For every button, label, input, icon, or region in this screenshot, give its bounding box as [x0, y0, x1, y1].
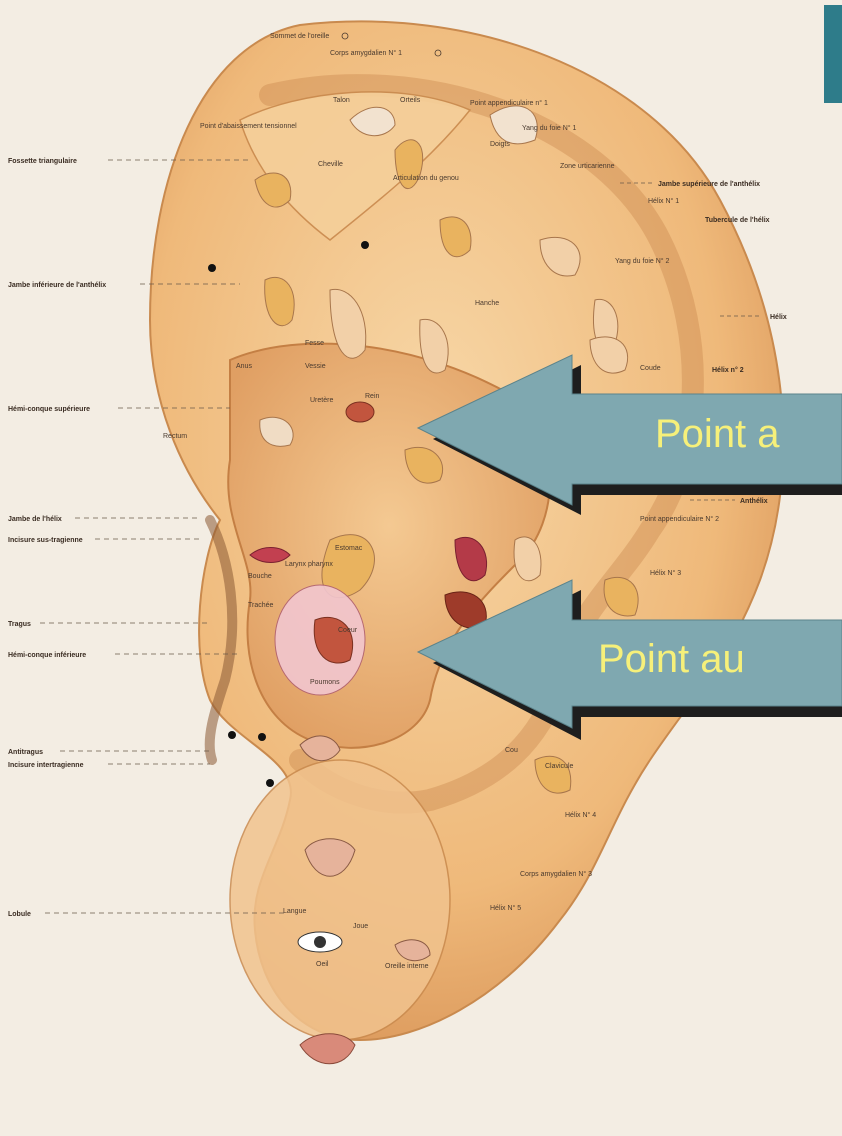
label-jambe-helix: Jambe de l'hélix — [8, 516, 62, 523]
label-abaissement: Point d'abaissement tensionnel — [200, 123, 297, 130]
label-rectum: Rectum — [163, 433, 187, 440]
label-genou: Articulation du genou — [393, 175, 459, 182]
label-r1: Yang du foie N° 1 — [522, 124, 577, 132]
label-estomac: Estomac — [335, 545, 363, 552]
label-r4: Hélix N° 1 — [648, 197, 679, 205]
label-r0: Point appendiculaire n° 1 — [470, 99, 548, 107]
label-talon: Talon — [333, 97, 350, 104]
label-uretere: Uretère — [310, 397, 333, 404]
label-r11: Point appendiculaire N° 2 — [640, 515, 719, 523]
label-oreille-interne: Oreille interne — [385, 963, 429, 970]
label-fesse: Fesse — [305, 340, 324, 347]
callout-bottom: Point au — [598, 637, 745, 682]
label-r2: Zone urticarienne — [560, 163, 615, 170]
label-jambe-inferieure: Jambe inférieure de l'anthélix — [8, 282, 106, 289]
callout-top: Point a — [655, 412, 780, 457]
label-r5: Tubercule de l'hélix — [705, 217, 770, 224]
label-r10: Anthélix — [740, 498, 768, 505]
label-bouche: Bouche — [248, 573, 272, 580]
accent-bar — [824, 5, 842, 103]
label-rein: Rein — [365, 393, 380, 400]
label-r3: Jambe supérieure de l'anthélix — [658, 181, 760, 188]
label-joue: Joue — [353, 923, 368, 930]
label-doigts: Doigts — [490, 141, 510, 148]
label-hemi-conque-sup: Hémi-conque supérieure — [8, 406, 90, 413]
label-r7: Hélix — [770, 314, 787, 321]
label-r9: Hélix n° 2 — [712, 366, 744, 374]
label-cheville: Cheville — [318, 161, 343, 168]
label-r8: Coude — [640, 365, 661, 372]
label-r14: Clavicule — [545, 763, 574, 770]
label-langue: Langue — [283, 908, 306, 915]
label-trachee: Trachée — [248, 602, 274, 609]
label-larynx: Larynx pharynx — [285, 561, 333, 568]
label-r6: Yang du foie N° 2 — [615, 257, 670, 265]
label-sommet: Sommet de l'oreille — [270, 33, 329, 40]
label-r17: Hélix N° 5 — [490, 904, 521, 912]
label-r16: Corps amygdalien N° 3 — [520, 870, 592, 878]
lobule — [230, 760, 450, 1040]
label-orteils: Orteils — [400, 97, 421, 104]
label-oeil: Oeil — [316, 961, 329, 968]
label-tragus: Tragus — [8, 621, 31, 628]
label-incisure-sus: Incisure sus-tragienne — [8, 537, 83, 544]
label-vessie: Vessie — [305, 363, 326, 370]
label-poumons: Poumons — [310, 679, 340, 686]
label-r12: Hélix N° 3 — [650, 569, 681, 577]
label-hanche: Hanche — [475, 300, 499, 307]
label-corps-amygdalien-1: Corps amygdalien N° 1 — [330, 49, 402, 57]
label-anus: Anus — [236, 363, 252, 370]
label-antitragus: Antitragus — [8, 749, 43, 756]
label-r15: Hélix N° 4 — [565, 811, 596, 819]
label-fossette: Fossette triangulaire — [8, 158, 77, 165]
label-r13: Cou — [505, 747, 518, 754]
label-lobule: Lobule — [8, 911, 31, 918]
label-hemi-conque-inf: Hémi-conque inférieure — [8, 652, 86, 659]
label-incisure-inter: Incisure intertragienne — [8, 762, 84, 769]
label-coeur: Coeur — [338, 627, 358, 634]
